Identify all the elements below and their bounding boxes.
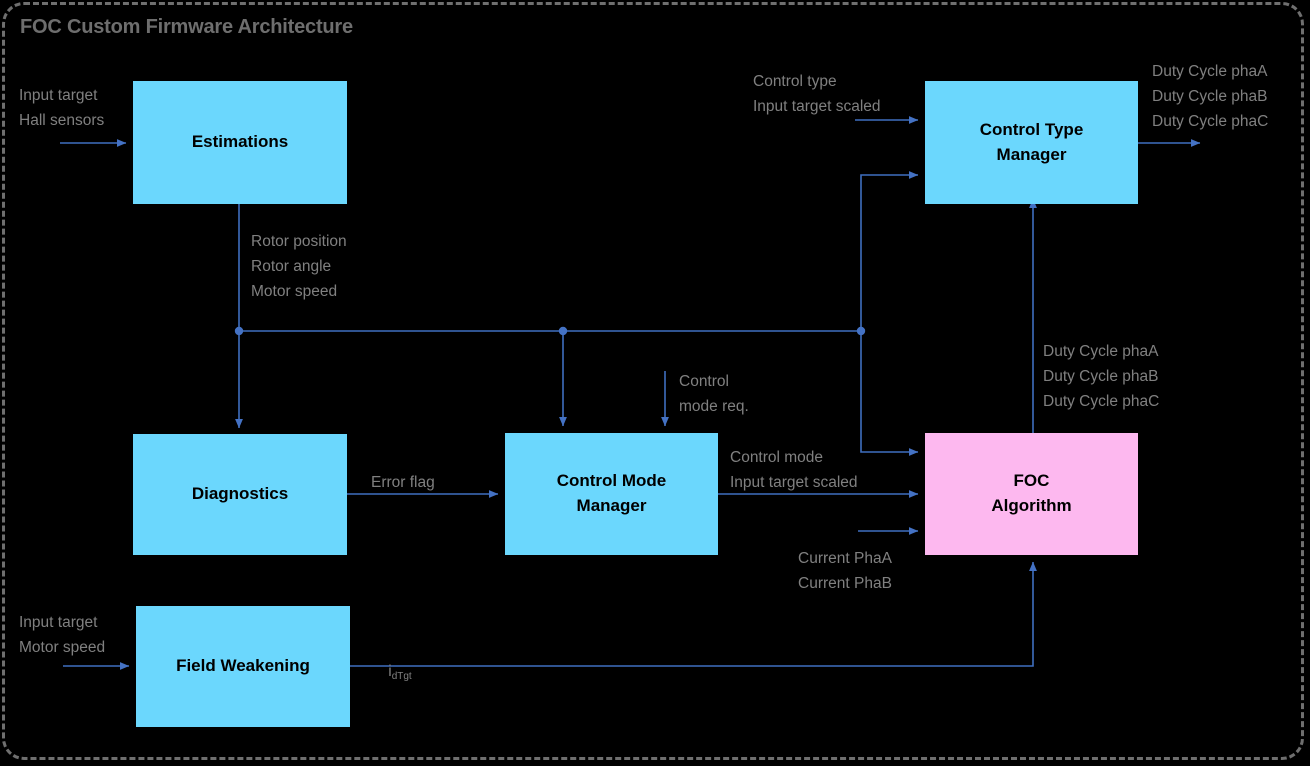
block-diagnostics[interactable]: Diagnostics [133, 434, 347, 555]
label-control-type-output: Duty Cycle phaA Duty Cycle phaB Duty Cyc… [1152, 63, 1269, 131]
block-diagnostics-label: Diagnostics [191, 484, 289, 504]
junction-dot [558, 326, 568, 336]
block-estimations-label: Estimations [191, 132, 289, 152]
wire-junctions [234, 326, 866, 336]
block-field-weakening-label: Field Weakening [176, 656, 310, 676]
label-idtgt-subscript: dTgt [391, 671, 412, 683]
wire-bus-to-control-type [860, 171, 919, 331]
label-control-mode-output: Control mode Input target scaled [730, 449, 858, 492]
junction-dot [234, 326, 244, 336]
label-control-type-input: Control type Input target scaled [753, 73, 881, 116]
label-estimations-input: Input target Hall sensors [19, 87, 105, 130]
label-foc-current-input: Current PhaA Current PhaB [798, 550, 892, 593]
page-title: FOC Custom Firmware Architecture [20, 16, 353, 38]
block-control-mode-manager[interactable]: Control Mode Manager [505, 433, 718, 555]
label-idtgt-base: i [388, 663, 392, 681]
block-field-weakening[interactable]: Field Weakening [136, 606, 350, 727]
label-error-flag: Error flag [371, 474, 435, 491]
block-foc-algorithm[interactable]: FOC Algorithm [925, 433, 1138, 555]
block-control-type-manager-label: Control Type Manager [979, 119, 1084, 164]
label-field-weakening-input: Input target Motor speed [19, 614, 106, 657]
wire-bus-to-foc [860, 331, 919, 456]
label-control-mode-req: Control mode req. [679, 373, 749, 416]
block-control-type-manager[interactable]: Control Type Manager [925, 81, 1138, 204]
junction-dot [856, 326, 866, 336]
label-estimations-output: Rotor position Rotor angle Motor speed [251, 233, 347, 301]
label-foc-output: Duty Cycle phaA Duty Cycle phaB Duty Cyc… [1043, 343, 1160, 411]
block-control-mode-manager-label: Control Mode Manager [556, 471, 667, 515]
wire-field-weakening-to-foc [350, 561, 1037, 667]
label-idtgt: idTgt [371, 634, 412, 709]
block-estimations[interactable]: Estimations [133, 81, 347, 204]
block-foc-algorithm-label: FOC Algorithm [991, 471, 1072, 515]
